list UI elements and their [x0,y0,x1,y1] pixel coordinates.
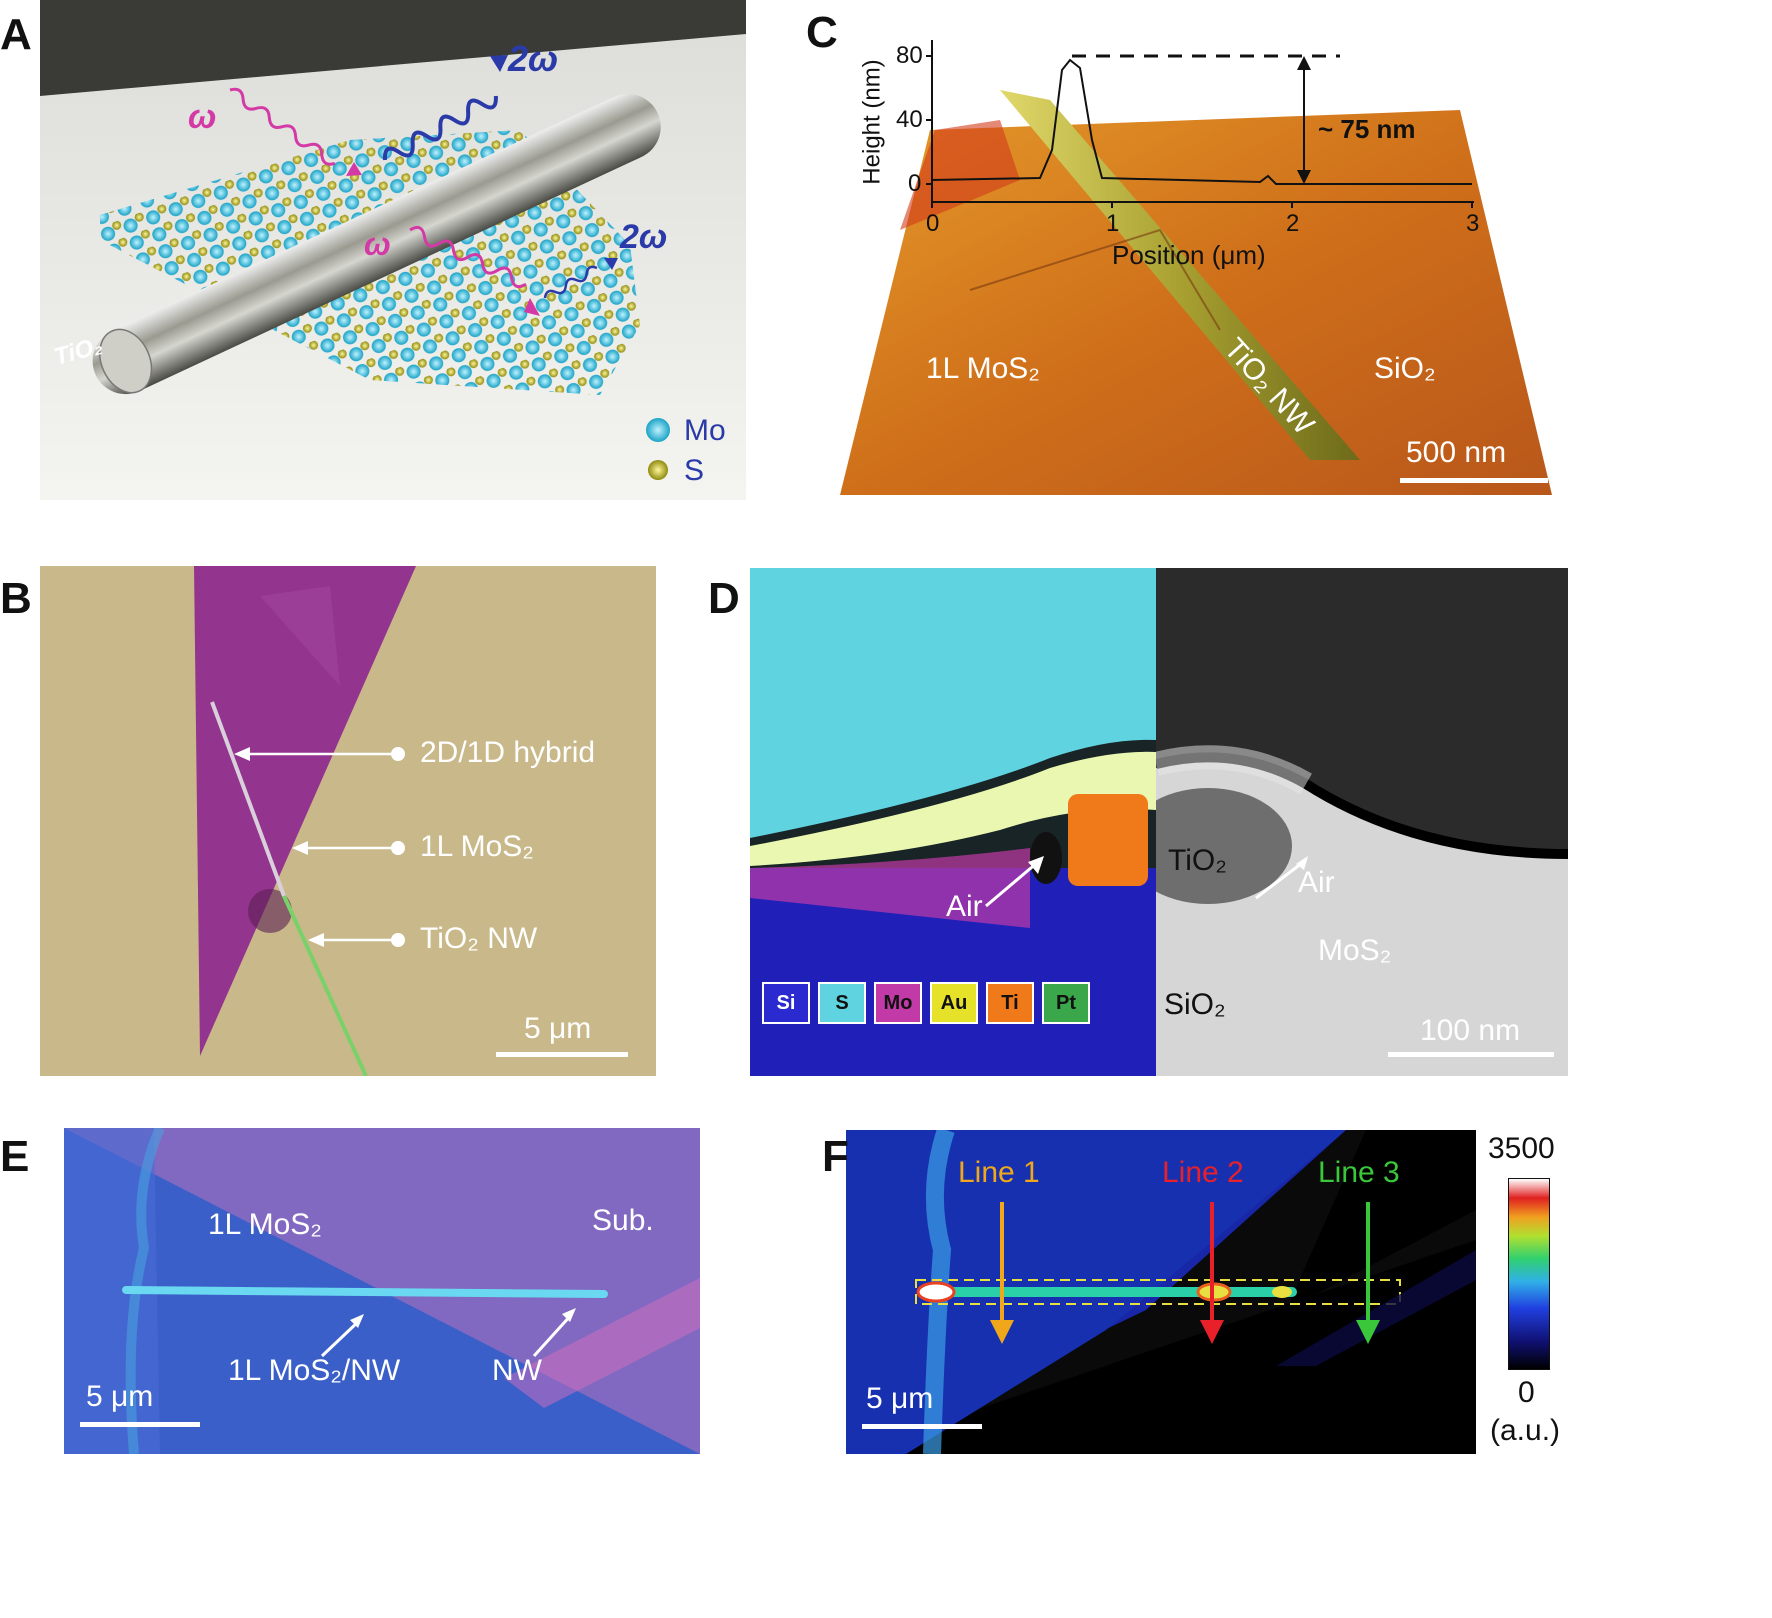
legend-mo-text: Mo [883,991,913,1014]
f-roi-box [915,1279,1401,1305]
panel-f-letter: F [822,1132,849,1181]
d-mos2-label: MoS₂ [1318,934,1392,967]
panel-d-tem [1156,568,1568,1076]
c-height-annotation: ~ 75 nm [1318,114,1416,144]
legend-s-label: S [684,454,705,487]
f-line-arrows [862,1202,1380,1429]
panel-e-optical [64,1128,700,1454]
c-y-tick-80: 80 [896,42,923,69]
f-colorbar-min: 0 [1518,1376,1535,1409]
panel-b: 2D/1D hybrid 1L MoS₂ TiO₂ NW 5 μm [40,566,656,1076]
d-scale-bar-label: 100 nm [1420,1014,1521,1047]
legend-pt-text: Pt [1056,991,1076,1014]
b-nanowire-covered [210,701,286,897]
c-scale-bar-label: 500 nm [1406,436,1507,469]
panel-e-letter: E [0,1132,30,1181]
d-tio2-label: TiO₂ [1168,844,1227,877]
c-y-tick-40: 40 [896,106,923,133]
panel-a-illustration [40,0,746,500]
c-label-mos2: 1L MoS₂ [926,352,1040,385]
legend-mo-label: Mo [684,414,726,447]
legend-s-text: S [835,991,849,1014]
panel-e: 1L MoS₂ Sub. 1L MoS₂/NW NW 5 μm [64,1128,700,1454]
f-line1-label: Line 1 [958,1156,1040,1189]
legend-s: S [818,982,866,1024]
panel-c-letter: C [806,8,838,57]
legend-au: Au [930,982,978,1024]
b-scale-bar-line [496,1052,628,1057]
b-scale-bar-label: 5 μm [524,1012,592,1045]
d-air-right-label: Air [1298,866,1335,899]
f-colorbar-max: 3500 [1488,1132,1555,1165]
legend-pt: Pt [1042,982,1090,1024]
c-scale-bar-line [1400,478,1548,483]
omega-out-label-2: 2ω [620,218,668,256]
c-x-tick-0: 0 [926,210,940,237]
b-label-mos2: 1L MoS₂ [420,830,534,863]
f-colorbar-unit: (a.u.) [1490,1414,1561,1447]
e-scale-bar-line [80,1422,200,1427]
c-y-tick-0: 0 [908,170,922,197]
legend-ti: Ti [986,982,1034,1024]
f-line3-label: Line 3 [1318,1156,1400,1189]
panel-b-sem [194,566,628,1076]
legend-si: Si [762,982,810,1024]
c-label-sio2: SiO₂ [1374,352,1436,385]
d-element-legend: Si S Mo Au Ti Pt [762,982,1090,1024]
b-label-nw: TiO₂ NW [420,922,538,955]
d-sio2-label: SiO₂ [1164,988,1226,1021]
c-x-tick-1: 1 [1106,210,1120,237]
b-label-hybrid: 2D/1D hybrid [420,736,596,769]
f-scale-bar-line [862,1424,982,1429]
c-y-axis-label: Height (nm) [858,59,886,185]
d-air-arrow [985,856,1044,908]
f-scale-bar-label: 5 μm [866,1382,934,1415]
c-x-tick-2: 2 [1286,210,1300,237]
legend-ti-text: Ti [1001,991,1019,1014]
panel-a [40,0,746,500]
e-nanowire [122,1286,608,1298]
f-line2-label: Line 2 [1162,1156,1244,1189]
omega-in-label-1: ω [188,98,217,136]
c-height-profile [931,58,1472,185]
omega-out-label-1: 2ω [508,38,559,79]
panel-d-letter: D [708,574,740,623]
legend-mo: Mo [874,982,922,1024]
panel-b-letter: B [0,574,32,623]
omega-in-label-2: ω [364,226,391,262]
panel-c-profile-chart [926,40,1474,208]
e-label-nw: NW [492,1354,542,1387]
b-mos2-flake [194,566,416,1056]
e-label-mos2: 1L MoS₂ [208,1208,322,1241]
panel-d-eds-map [750,568,1156,1076]
legend-au-text: Au [940,991,968,1014]
c-x-tick-3: 3 [1466,210,1480,237]
d-air-left-label: Air [946,890,983,923]
panel-d: Air TiO₂ Air MoS₂ SiO₂ 100 nm Si S Mo Au… [750,568,1568,1076]
e-label-hybrid: 1L MoS₂/NW [228,1354,401,1387]
e-scale-bar-label: 5 μm [86,1380,154,1413]
legend-si-text: Si [776,991,796,1014]
panel-c-afm [840,90,1552,495]
d-scale-bar-line [1388,1052,1554,1057]
panel-a-letter: A [0,10,32,59]
e-label-sub: Sub. [592,1204,654,1237]
b-nanowire-bare [282,895,368,1076]
panel-c: Height (nm) 80 40 0 0 1 2 3 Position (μm… [840,30,1772,510]
c-x-axis-label: Position (μm) [1112,240,1266,270]
f-colorbar [1508,1178,1550,1370]
panel-f: Line 1 Line 2 Line 3 5 μm [846,1130,1476,1454]
